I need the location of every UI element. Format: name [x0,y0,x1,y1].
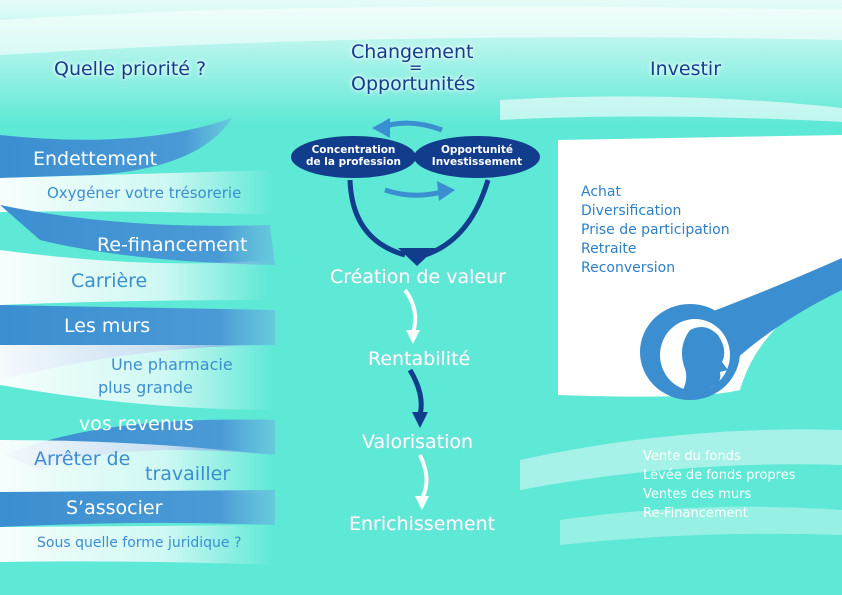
oval-concentration-line1: Concentration [311,144,396,156]
exit-item: Levée de fonds propres [643,468,796,483]
right-streak [560,506,842,545]
exit-list: Vente du fonds Levée de fonds propres Ve… [643,447,796,523]
left-item: Oxygéner votre trésorerie [47,184,242,202]
header-center-line2: Opportunités [351,73,476,95]
investir-list: Achat Diversification Prise de participa… [581,183,730,278]
ribbon-white [0,170,275,215]
left-item: Re-financement [97,234,248,256]
step-rentabilite: Rentabilité [368,348,471,370]
right-streak [520,429,842,490]
oval-concentration: Concentration de la profession [291,136,416,178]
cycle-arrowhead-top [372,118,390,138]
ribbon-white [0,250,270,305]
left-item: S’associer [66,497,163,519]
step-enrichissement: Enrichissement [349,513,496,535]
connector-left [347,179,406,258]
investir-item: Achat [581,184,621,200]
oval-opportunite-line2: Investissement [431,156,523,169]
flow-arrowhead-1 [406,330,420,344]
connector-right [424,179,491,258]
left-item: Endettement [33,148,158,170]
cycle-arrowhead-bottom [437,181,455,201]
flow-arrow-2 [407,368,424,416]
ribbon-white [0,345,275,410]
ribbon-blue [0,490,275,527]
ribbon-white [0,440,275,495]
head-profile-icon [640,304,740,400]
ribbon-white [0,525,275,565]
exit-item: Ventes des murs [643,487,752,502]
header-center-eq: = [409,58,423,77]
ribbon-blue [0,205,275,265]
top-streak [0,6,842,56]
left-item: Sous quelle forme juridique ? [37,535,242,551]
left-item: Les murs [64,315,151,337]
flow-arrowhead-2 [412,412,428,428]
investir-item: Prise de participation [581,222,730,238]
step-creation-valeur: Création de valeur [330,266,506,288]
oval-opportunite: Opportunité Investissement [414,136,540,178]
flow-arrow-1 [403,288,418,334]
cycle-arrow-bottom [384,187,446,198]
flow-arrowhead-3 [415,496,429,510]
merge-arrowhead [398,248,436,266]
investir-item: Retraite [581,241,637,257]
oval-opportunite-line1: Opportunité [440,144,514,156]
investir-item: Diversification [581,203,682,219]
left-item: plus grande [98,378,193,397]
left-item: vos revenus [79,413,194,435]
left-item: Carrière [71,270,148,292]
header-center-line1: Changement [351,41,474,63]
step-valorisation: Valorisation [362,431,474,453]
exit-item: Vente du fonds [643,449,741,464]
ribbon-blue [0,118,232,178]
header-left: Quelle priorité ? [54,58,207,80]
flow-arrow-3 [418,454,429,499]
oval-concentration-line2: de la profession [305,156,402,169]
investir-item: Reconversion [581,260,676,276]
left-item: Arrêter de [34,448,131,470]
left-item: Une pharmacie [111,355,233,374]
top-streak [500,96,842,122]
left-item: travailler [145,463,231,485]
exit-item: Re-Financement [643,506,748,521]
header-right: Investir [650,58,722,80]
